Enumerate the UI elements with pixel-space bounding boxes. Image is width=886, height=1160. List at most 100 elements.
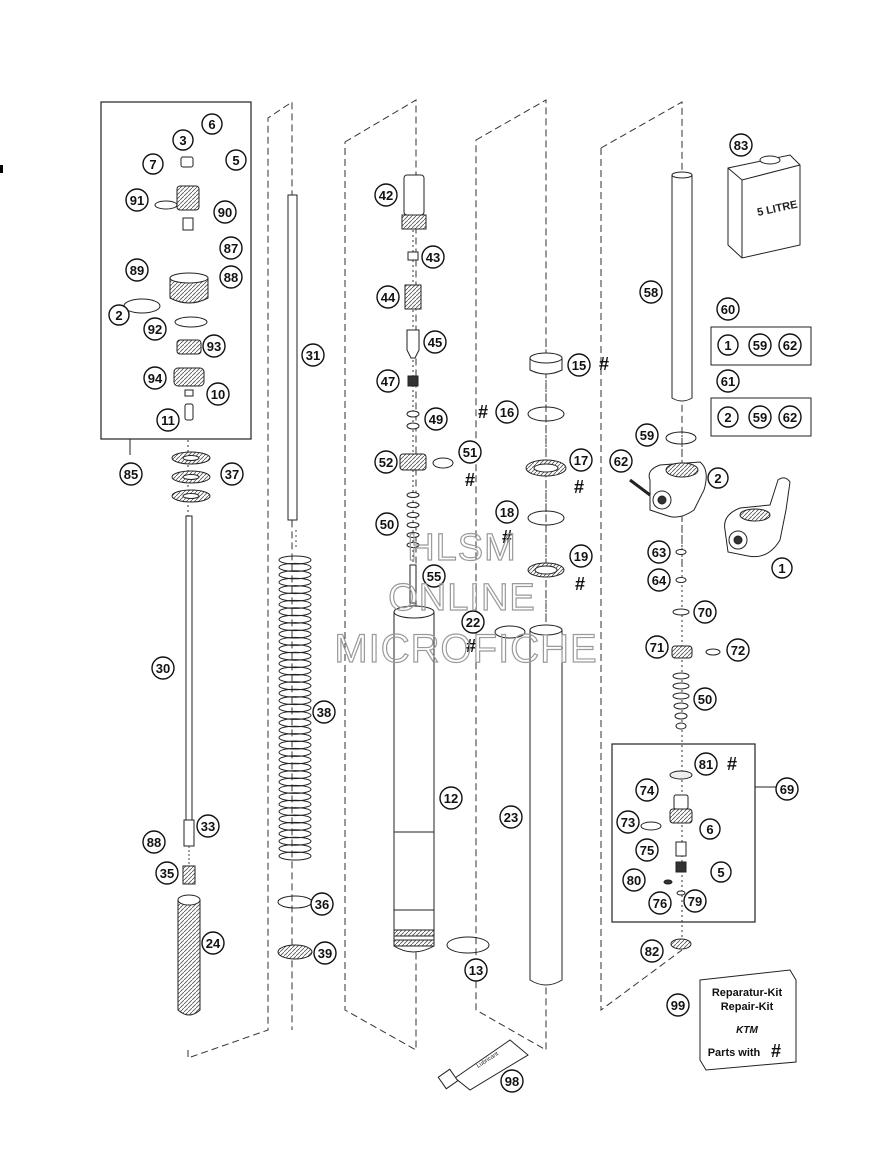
- callout-label: 82: [645, 944, 659, 959]
- callout: 83: [729, 133, 753, 157]
- callout-label: 62: [614, 454, 628, 469]
- edge-mark: [0, 165, 3, 173]
- spring-coil: [278, 599, 312, 609]
- spring-coil: [278, 666, 312, 676]
- callout-label: 42: [379, 188, 393, 203]
- callout: 5: [225, 149, 247, 171]
- callout: 1: [717, 334, 739, 356]
- part-93: [176, 339, 202, 355]
- part-75: [675, 841, 687, 857]
- callout: 49: [424, 407, 448, 431]
- callout-circle: [778, 405, 802, 429]
- spring-coil: [278, 688, 312, 698]
- callout: 62: [778, 405, 802, 429]
- part-73: [640, 821, 662, 831]
- part-58: [671, 174, 693, 402]
- part-35: [182, 865, 196, 885]
- callout-circle: [143, 317, 167, 341]
- spring-coil: [278, 799, 312, 809]
- spring-coil: [278, 570, 312, 580]
- callout: 79: [683, 889, 707, 913]
- callout-label: 10: [211, 387, 225, 402]
- callout-circle: [569, 544, 593, 568]
- callout-label: 45: [428, 335, 442, 350]
- hash-18: #: [502, 527, 512, 547]
- part-22: [494, 625, 526, 639]
- callout-label: 90: [218, 205, 232, 220]
- spring-coil: [278, 681, 312, 691]
- callout: 39: [313, 941, 337, 965]
- callout-circle: [635, 838, 659, 862]
- part-10: [184, 389, 194, 397]
- callout-circle: [717, 334, 739, 356]
- callout-label: 70: [698, 605, 712, 620]
- callout-label: 44: [381, 290, 396, 305]
- callout-label: 74: [640, 783, 655, 798]
- callout-label: 62: [783, 410, 797, 425]
- callout-circle: [312, 700, 336, 724]
- callout-label: 6: [208, 117, 215, 132]
- spring-coil: [278, 762, 312, 772]
- callout-circle: [424, 407, 448, 431]
- callout-label: 99: [671, 998, 685, 1013]
- callout-circle: [310, 892, 334, 916]
- callout-label: 93: [207, 339, 221, 354]
- part-3: [180, 156, 194, 168]
- callout: 59: [748, 333, 772, 357]
- callout-circle: [376, 369, 400, 393]
- callout-label: 79: [688, 894, 702, 909]
- callout-label: 51: [463, 445, 477, 460]
- part-33: [183, 819, 195, 847]
- callout-label: 59: [640, 428, 654, 443]
- callout: 24: [201, 931, 225, 955]
- callout: 6: [201, 113, 223, 135]
- callout-circle: [635, 778, 659, 802]
- callout-circle: [639, 280, 663, 304]
- spring-coil: [278, 829, 312, 839]
- callout-circle: [567, 353, 591, 377]
- callout-circle: [422, 564, 446, 588]
- callout-label: 58: [644, 285, 658, 300]
- spring-coil: [278, 747, 312, 757]
- callout-label: 12: [444, 791, 458, 806]
- part-62: [629, 478, 651, 497]
- callout: 64: [647, 568, 671, 592]
- callout: 98: [500, 1069, 524, 1093]
- callout-circle: [647, 568, 671, 592]
- callout: 37: [220, 462, 244, 486]
- spring-coil: [278, 636, 312, 646]
- callout-label: 1: [724, 338, 731, 353]
- box-60: [710, 326, 812, 366]
- callout-label: 36: [315, 897, 329, 912]
- spring-coil: [278, 770, 312, 780]
- callout: 62: [609, 449, 633, 473]
- hash-17: #: [574, 477, 584, 497]
- callout: 13: [464, 958, 488, 982]
- callout-circle: [219, 236, 243, 260]
- callout: 55: [422, 564, 446, 588]
- spring-coil: [278, 710, 312, 720]
- callout: 42: [374, 183, 398, 207]
- hash-81: #: [727, 754, 737, 774]
- part-81: [669, 770, 693, 780]
- callout: 74: [635, 778, 659, 802]
- callout-label: 17: [574, 453, 588, 468]
- callout-label: 80: [627, 873, 641, 888]
- callout-circle: [172, 129, 194, 151]
- part-drawings: [123, 154, 801, 1091]
- callout-circle: [125, 188, 149, 212]
- callout: 93: [202, 334, 226, 358]
- repair-kit-99: [699, 969, 797, 1071]
- callout-label: 13: [469, 963, 483, 978]
- spring-coil: [278, 555, 312, 565]
- callout: 82: [640, 939, 664, 963]
- part-72: [705, 648, 721, 656]
- callout-circle: [778, 333, 802, 357]
- callout-label: 35: [160, 866, 174, 881]
- part-79: [676, 890, 686, 896]
- callout-circle: [693, 600, 717, 624]
- part-92: [174, 316, 208, 328]
- callout-circle: [156, 408, 180, 432]
- callout-circle: [499, 805, 523, 829]
